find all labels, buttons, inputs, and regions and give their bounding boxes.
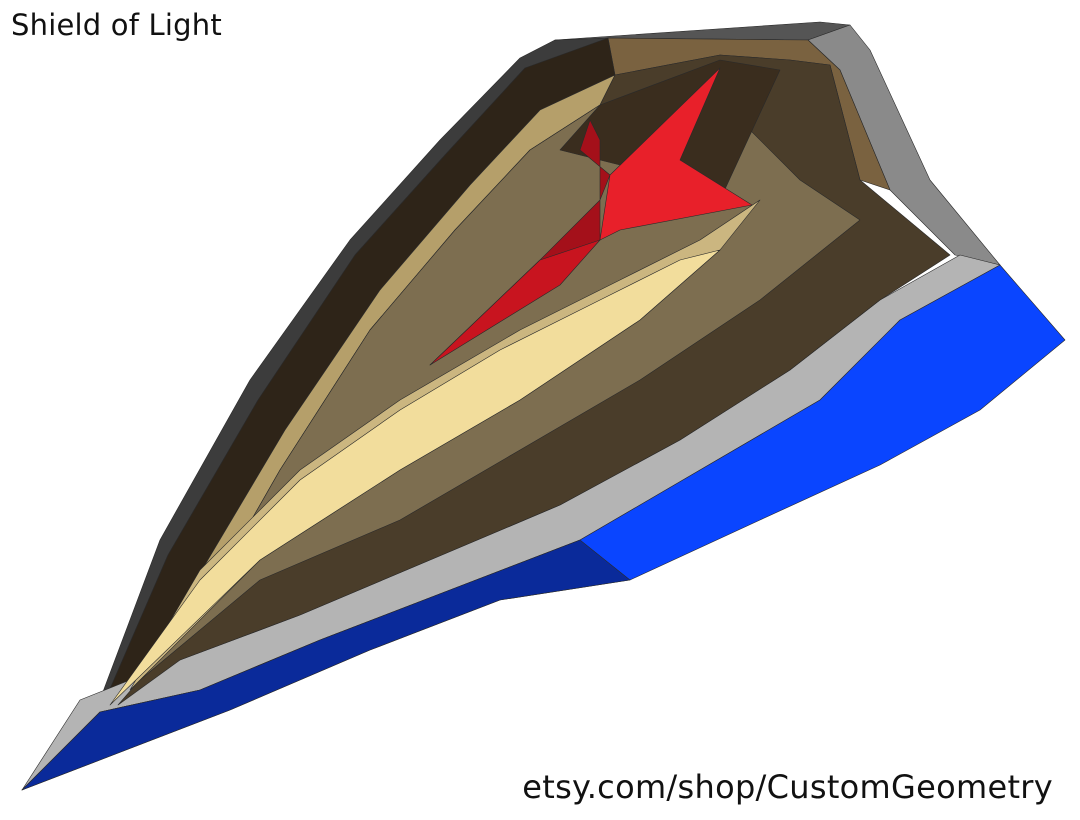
shield-star-red xyxy=(599,67,753,241)
shield-rim-top xyxy=(554,21,851,41)
image-title: Shield of Light xyxy=(11,8,222,42)
shield-star-mid xyxy=(429,239,601,366)
shield-band-blue-dark xyxy=(21,539,631,791)
watermark-text: etsy.com/shop/CustomGeometry xyxy=(522,768,1053,806)
shield-face-light xyxy=(109,249,721,706)
shield-star-dark xyxy=(429,119,611,366)
